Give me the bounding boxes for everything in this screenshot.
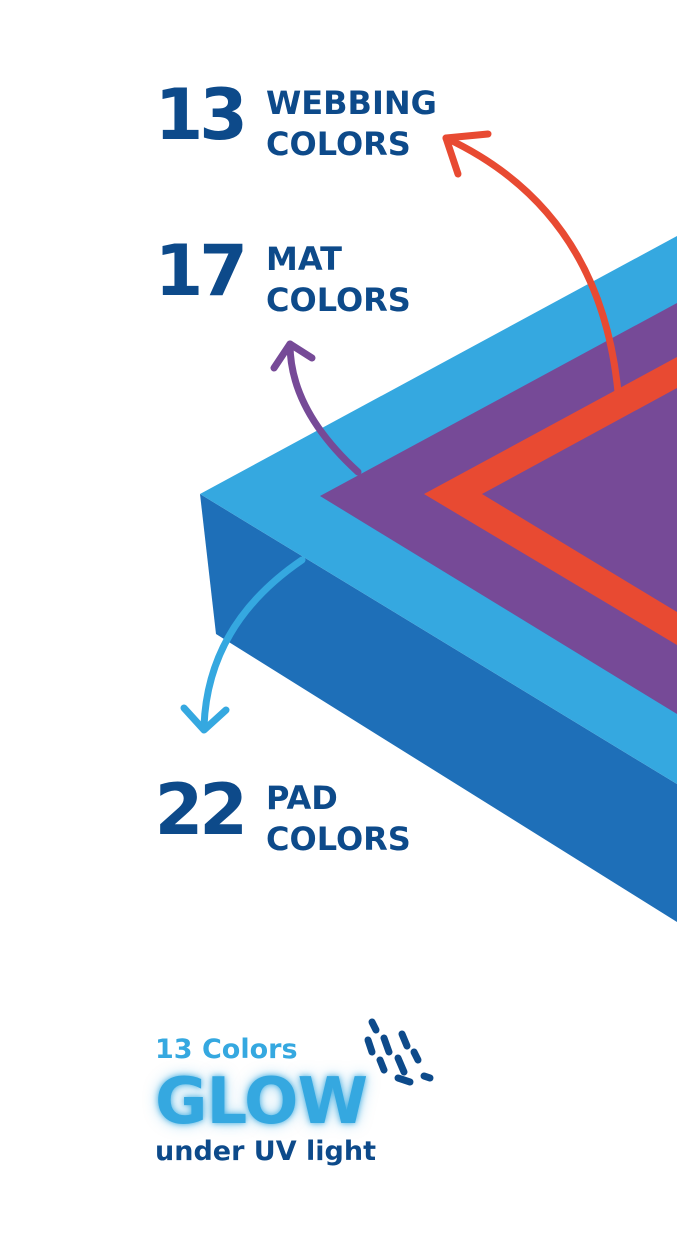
webbing-colors-stat: 13 WEBBING COLORS — [144, 80, 437, 165]
pad-arrow — [180, 556, 306, 734]
pad-count: 22 — [154, 769, 248, 851]
mat-label-line2: COLORS — [266, 281, 411, 319]
webbing-label-line1: WEBBING — [266, 84, 437, 122]
glow-count-text: 13 Colors — [155, 1034, 298, 1065]
glow-callout: 13 Colors GLOW under UV light — [155, 1032, 376, 1168]
pad-label-line1: PAD — [266, 779, 338, 817]
mat-count: 17 — [154, 230, 248, 312]
mat-label: MAT COLORS — [266, 239, 411, 321]
mat-colors-stat: 17 MAT COLORS — [144, 236, 411, 321]
webbing-count: 13 — [154, 74, 248, 156]
pad-colors-stat: 22 PAD COLORS — [144, 775, 411, 860]
webbing-arrow — [442, 130, 622, 396]
pad-side-face — [200, 494, 677, 922]
uv-sparkle-icon — [364, 1018, 434, 1086]
mat-arrow — [270, 340, 362, 476]
glow-subtext: under UV light — [155, 1136, 376, 1167]
mat-label-line1: MAT — [266, 240, 342, 278]
pad-label: PAD COLORS — [266, 778, 411, 860]
glow-headline: GLOW — [155, 1065, 368, 1139]
webbing-label: WEBBING COLORS — [266, 83, 437, 165]
webbing-label-line2: COLORS — [266, 125, 411, 163]
mat-inner — [482, 388, 677, 612]
pad-label-line2: COLORS — [266, 820, 411, 858]
